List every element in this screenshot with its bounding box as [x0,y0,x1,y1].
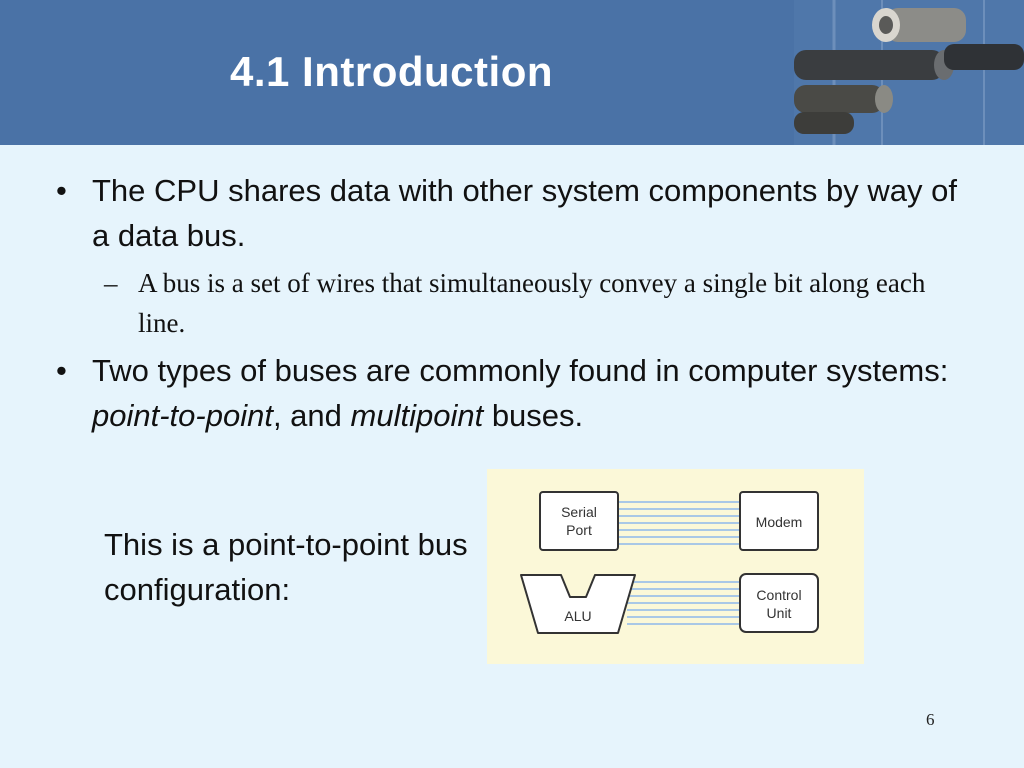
serial-port-box [539,491,619,551]
bus-diagram-svg: Serial Port Modem ALU Control Unit [487,469,864,664]
bullet-text: The CPU shares data with other system co… [92,173,957,253]
diagram-caption: This is a point-to-point bus configurati… [104,527,468,607]
alu-label: ALU [564,608,591,624]
control-unit-label-line2: Unit [767,605,792,621]
slide-title: 4.1 Introduction [230,48,553,95]
modem-label: Modem [756,514,803,530]
control-unit-box [739,573,819,633]
bus-wires-bottom [627,581,740,625]
page-number: 6 [926,710,935,729]
bullet-text-part: , and [272,398,351,433]
bullet-text-part: buses. [483,398,584,433]
bullet-marker: • [56,353,67,388]
sub-bullet-marker: – [104,268,118,298]
sub-bullet-text: A bus is a set of wires that simultaneou… [138,268,926,338]
term-multipoint: multipoint [350,398,484,433]
bus-wires-top [618,501,740,545]
bullet-text: Two types of buses are commonly found in… [92,348,972,438]
serial-port-label-line2: Port [566,522,592,538]
modem-box [739,491,819,551]
control-unit-label-line1: Control [756,587,801,603]
slide-header: 4.1 Introduction [0,0,1024,145]
point-to-point-bus-diagram: Serial Port Modem ALU Control Unit [487,469,864,664]
alu-shape [520,574,636,634]
bullet-text-part: Two types of buses are commonly found in… [92,353,949,388]
serial-port-label-line1: Serial [561,504,597,520]
header-cables-photo [794,0,1024,145]
bullet-marker: • [56,173,67,208]
term-point-to-point: point-to-point [92,398,273,433]
